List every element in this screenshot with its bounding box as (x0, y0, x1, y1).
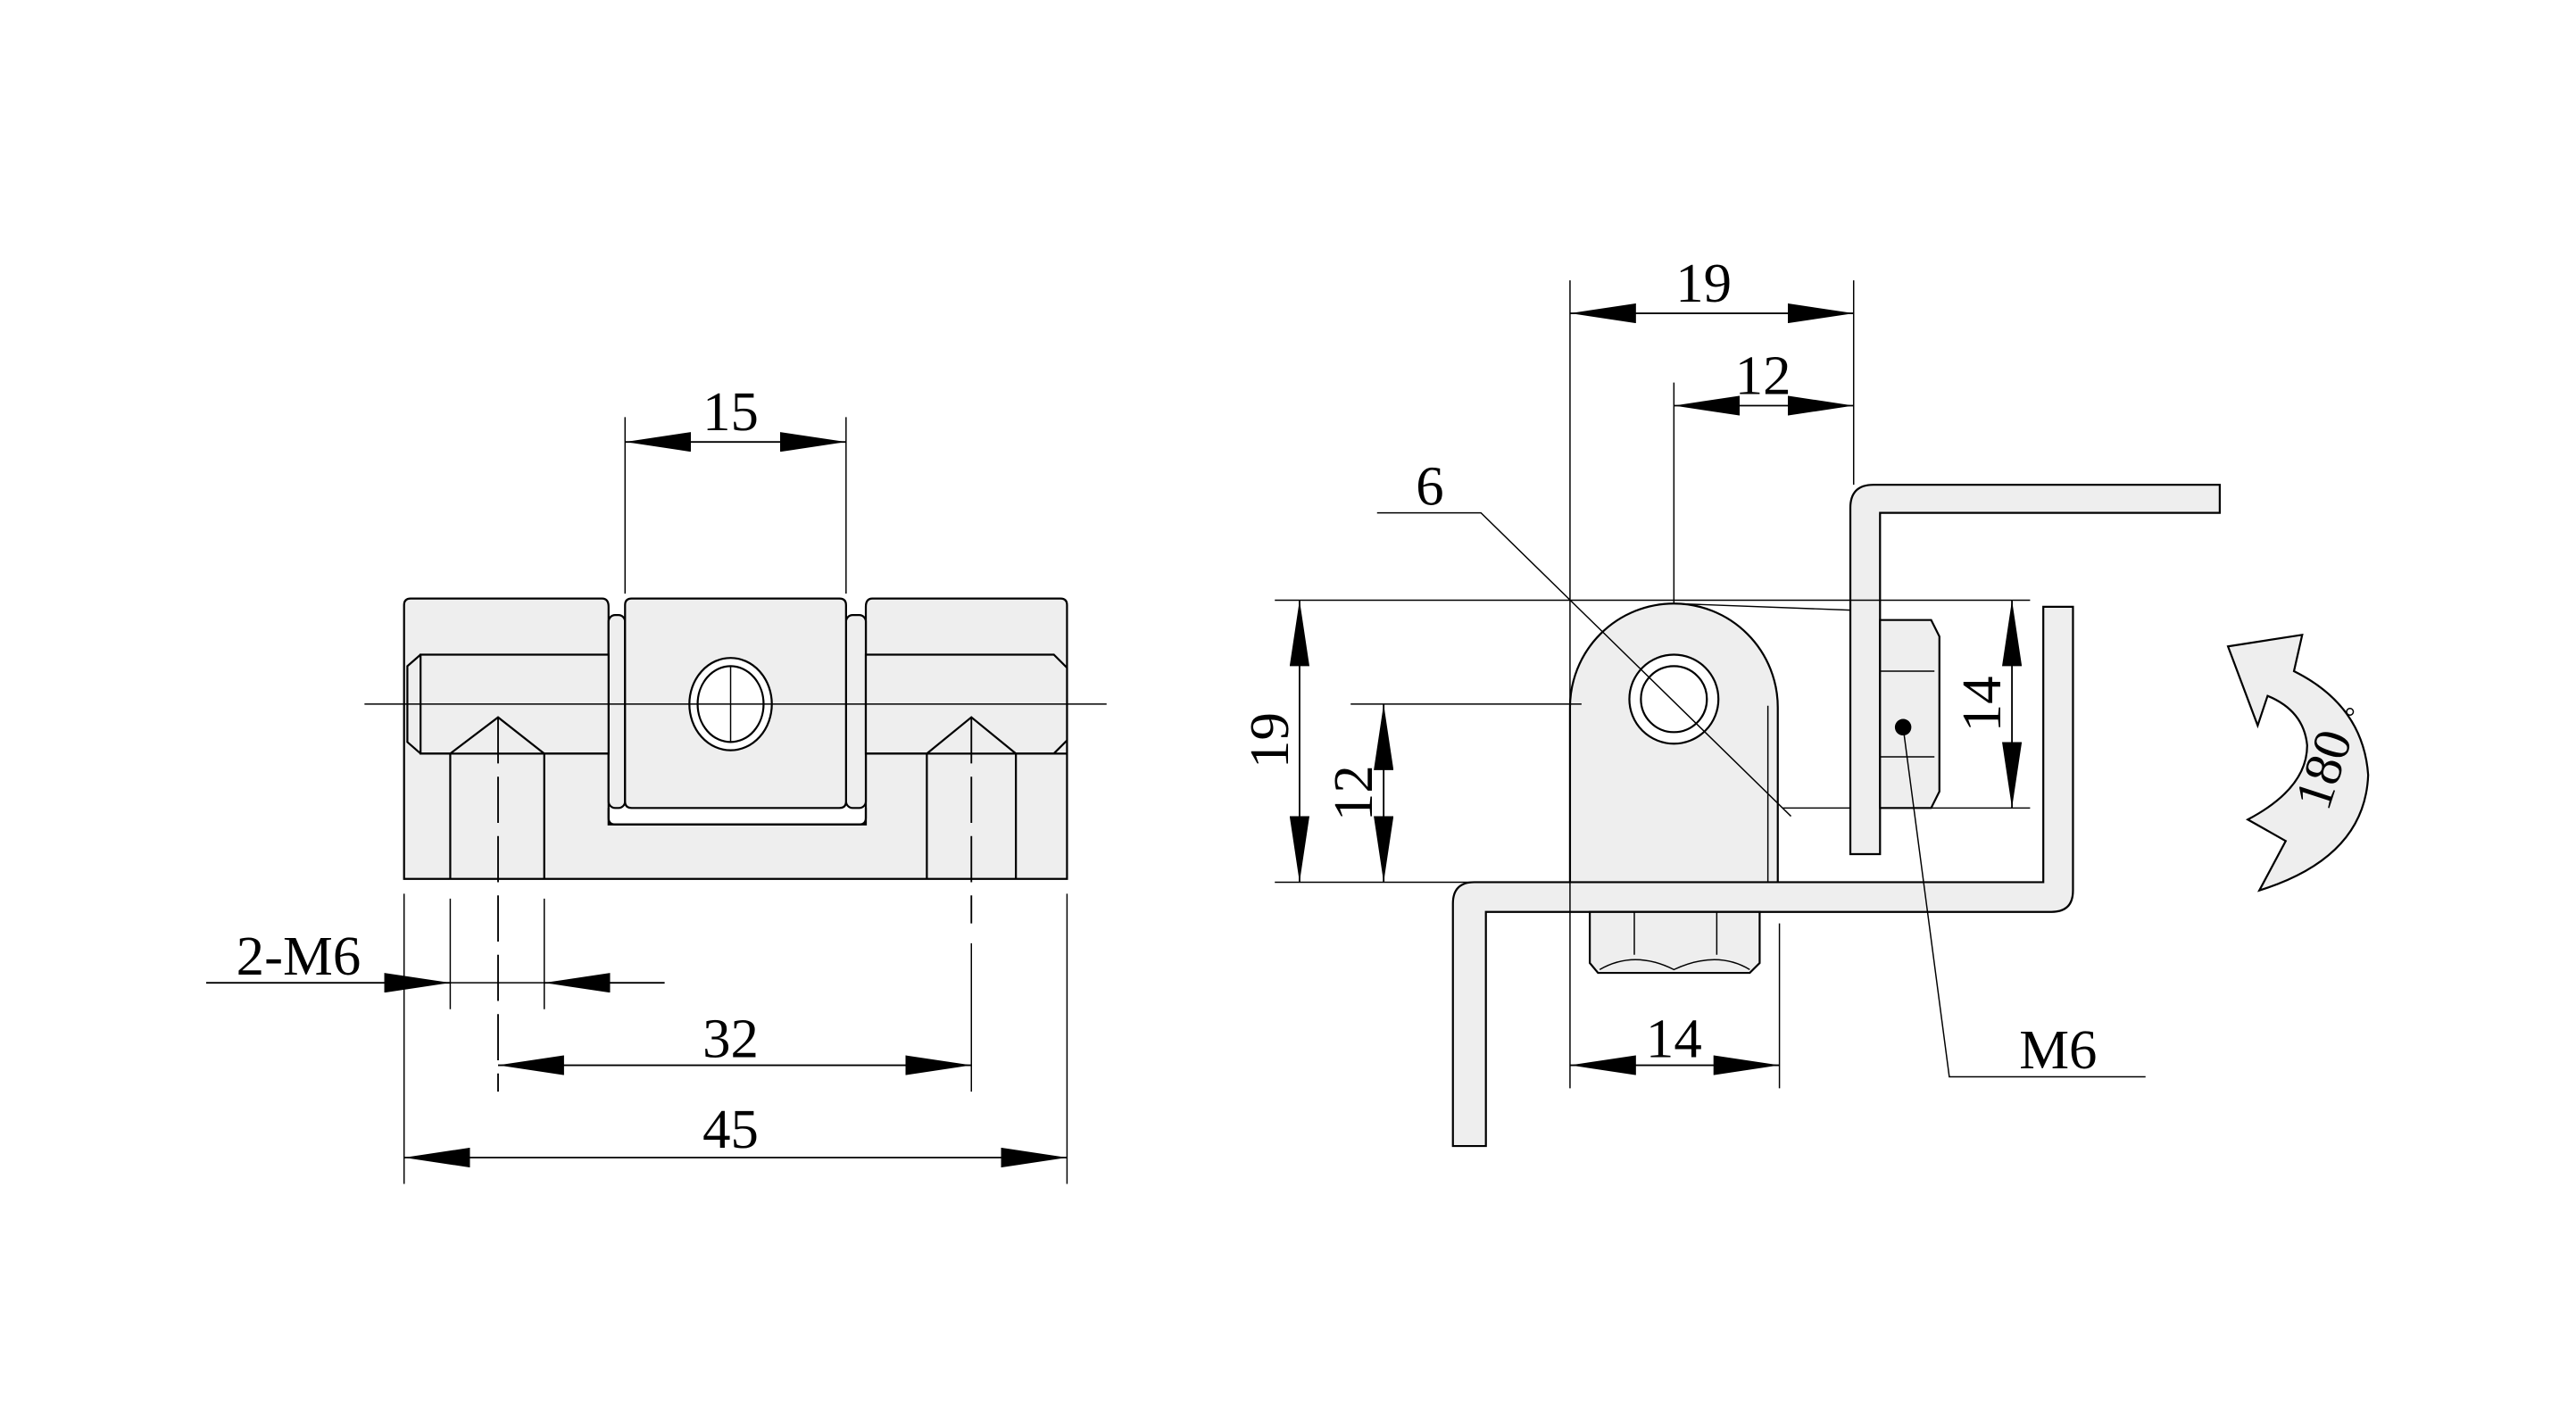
dimension-height-19: 19 (1238, 599, 2031, 884)
dimension-15: 15 (624, 380, 847, 594)
front-view: 15 2-M6 32 45 (205, 380, 1107, 1184)
dimension-32: 32 (498, 942, 973, 1092)
dimension-top-12: 12 (1673, 345, 1854, 604)
dimension-nut-14-vertical: 14 (1782, 600, 2031, 809)
degree-symbol: ° (2345, 703, 2356, 732)
side-view: 19 12 6 19 12 14 14 (1238, 252, 2221, 1148)
dimension-hole-6: 6 (1376, 454, 1792, 818)
dimension-label: 14 (1950, 677, 2013, 733)
rotation-180-indicator: 180 ° (2226, 633, 2370, 892)
dimension-height-12: 12 (1322, 703, 1582, 883)
dimension-label: 32 (702, 1007, 759, 1069)
dimension-label: 2-M6 (237, 925, 361, 987)
curved-arrow-icon (2226, 633, 2370, 892)
dimension-top-19: 19 (1569, 252, 1855, 1089)
dimension-m6: M6 (1902, 726, 2146, 1081)
dimension-label: 14 (1646, 1007, 1702, 1069)
upper-bracket (1849, 484, 2221, 856)
dimension-45: 45 (403, 893, 1068, 1184)
dimension-label: 45 (702, 1098, 759, 1160)
knuckle-plate (1568, 602, 1851, 884)
dimension-label: 19 (1675, 252, 1732, 314)
dimension-label: 12 (1735, 345, 1791, 407)
dimension-label: 15 (702, 380, 759, 443)
dimension-nut-14-horizontal: 14 (1569, 923, 1781, 1089)
dimension-2-m6: 2-M6 (205, 898, 665, 1009)
hex-nut-bottom (1588, 910, 1761, 975)
dimension-label: M6 (2019, 1018, 2097, 1081)
dimension-label: 12 (1322, 765, 1384, 821)
dimension-label: 6 (1416, 454, 1443, 517)
dimension-label: 19 (1238, 712, 1300, 768)
lower-bracket (1451, 605, 2074, 1148)
